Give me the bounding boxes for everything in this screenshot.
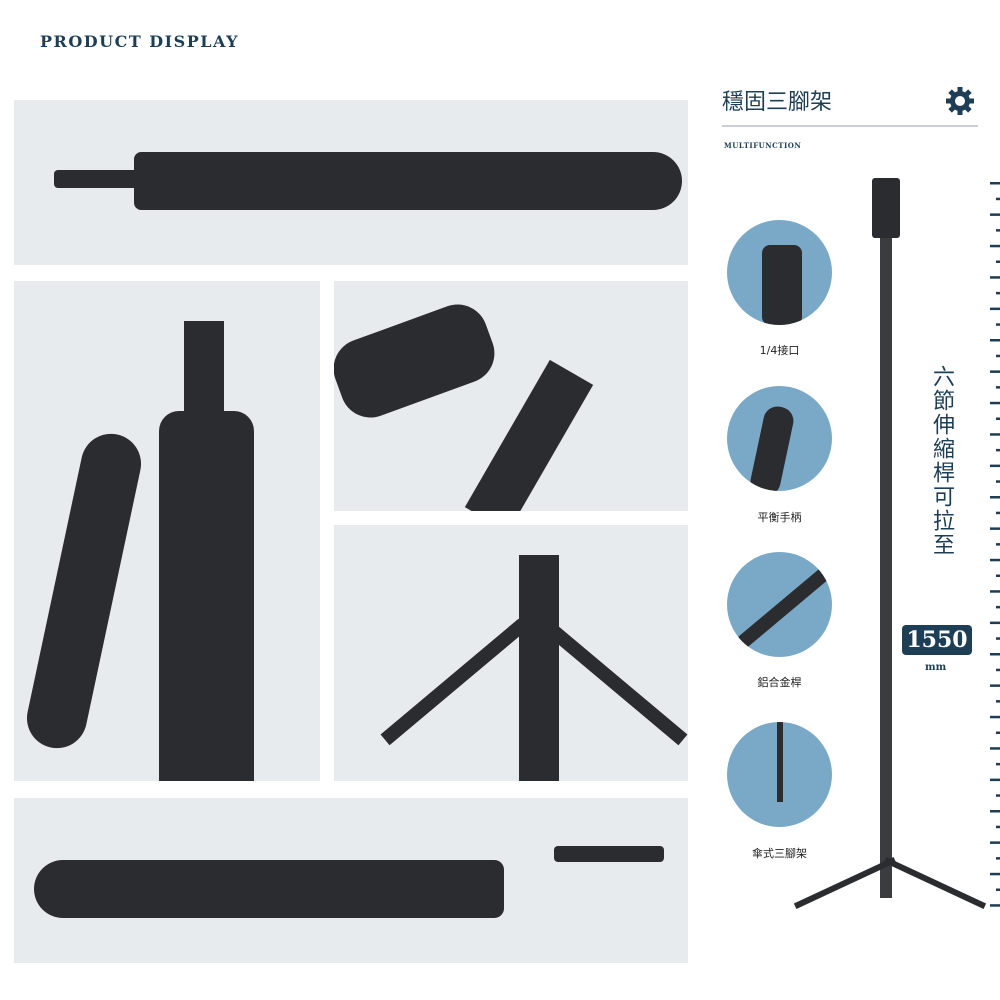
product-body (34, 860, 504, 918)
product-photo-top (14, 100, 688, 265)
side-heading: 穩固三腳架 (722, 90, 833, 115)
ruler-tick (990, 433, 1000, 436)
feature-shape (747, 403, 797, 491)
ruler-tick (996, 260, 1000, 263)
feature-shape (762, 245, 802, 325)
product-photo-joint (334, 281, 688, 511)
page-title: PRODUCT DISPLAY (40, 32, 240, 51)
ruler-tick (990, 778, 1000, 782)
ruler-tick (990, 276, 1000, 279)
feature-shape (736, 561, 832, 649)
extension-text: 六節伸縮桿可拉至 (929, 365, 954, 557)
ruler-tick (990, 810, 1000, 813)
ruler-tick (990, 904, 1000, 907)
extended-pole-image (880, 178, 892, 898)
ruler-tick (996, 605, 1000, 609)
ruler-tick (990, 872, 1000, 876)
feature-label: 傘式三腳架 (752, 847, 807, 860)
product-photo-tripod (334, 525, 688, 781)
ruler-tick (996, 574, 1000, 577)
tripod-leg (540, 618, 688, 746)
feature-image-tripod (727, 722, 832, 827)
feature-label: 平衡手柄 (757, 511, 802, 524)
product-body (159, 411, 254, 781)
ruler-tick (996, 197, 1000, 201)
ruler-tick (996, 762, 1000, 766)
feature-shape (777, 722, 783, 802)
ruler-tick (996, 825, 1000, 829)
ruler-tick (996, 637, 1000, 640)
ruler-tick (996, 857, 1000, 860)
ruler-tick (996, 511, 1000, 515)
ruler-tick (996, 700, 1000, 703)
ruler-tick (990, 747, 1000, 750)
ruler-tick (990, 621, 1000, 625)
product-body (334, 296, 503, 426)
ruler-tick (990, 370, 1000, 373)
product-photo-folded (14, 798, 688, 963)
ruler-tick (996, 888, 1000, 891)
ruler-tick (990, 339, 1000, 342)
ruler-tick (990, 527, 1000, 530)
ruler-tick (996, 794, 1000, 797)
product-body (134, 152, 682, 210)
ruler-tick (996, 668, 1000, 672)
product-pole (464, 359, 594, 511)
ruler-tick (996, 323, 1000, 326)
extension-length-badge: 1550 (902, 625, 972, 655)
feature-label: 1/4接口 (759, 344, 800, 357)
feature-label: 鋁合金桿 (757, 676, 802, 689)
extension-unit: mm (925, 662, 947, 673)
ruler-tick (996, 291, 1000, 295)
product-photo-handle (14, 281, 320, 781)
ruler-tick (990, 244, 1000, 248)
ruler-tick (996, 480, 1000, 483)
ruler-tick (990, 841, 1000, 844)
ruler-tick (996, 354, 1000, 358)
ruler-tick (996, 543, 1000, 546)
tripod-leg (380, 618, 528, 746)
feature-image-handle (727, 386, 832, 491)
ruler-tick (996, 731, 1000, 734)
phone-clamp-image (872, 178, 900, 238)
product-mount (54, 170, 144, 188)
ruler-tick (990, 715, 1000, 719)
ruler-tick (990, 213, 1000, 216)
side-subtitle: MULTIFUNCTION (724, 141, 802, 150)
product-mount (184, 321, 224, 421)
divider (722, 125, 978, 127)
ruler-tick (996, 386, 1000, 389)
ruler-tick (990, 464, 1000, 468)
ruler-tick (996, 417, 1000, 420)
ruler-tick (990, 401, 1000, 405)
feature-image-mount (727, 220, 832, 325)
gear-wrench-icon (945, 86, 975, 116)
ruler-tick (990, 307, 1000, 311)
ruler-tick (990, 590, 1000, 593)
ruler-scale (986, 180, 1000, 920)
ruler-tick (996, 448, 1000, 452)
product-mount (554, 846, 664, 862)
product-handle (21, 428, 147, 754)
ruler-tick (990, 653, 1000, 656)
tripod-leg (883, 857, 987, 909)
ruler-tick (996, 229, 1000, 232)
product-pole (519, 555, 559, 781)
ruler-tick (990, 684, 1000, 687)
feature-image-pole (727, 552, 832, 657)
ruler-tick (990, 496, 1000, 499)
ruler-tick (990, 182, 1000, 185)
ruler-tick (990, 558, 1000, 562)
